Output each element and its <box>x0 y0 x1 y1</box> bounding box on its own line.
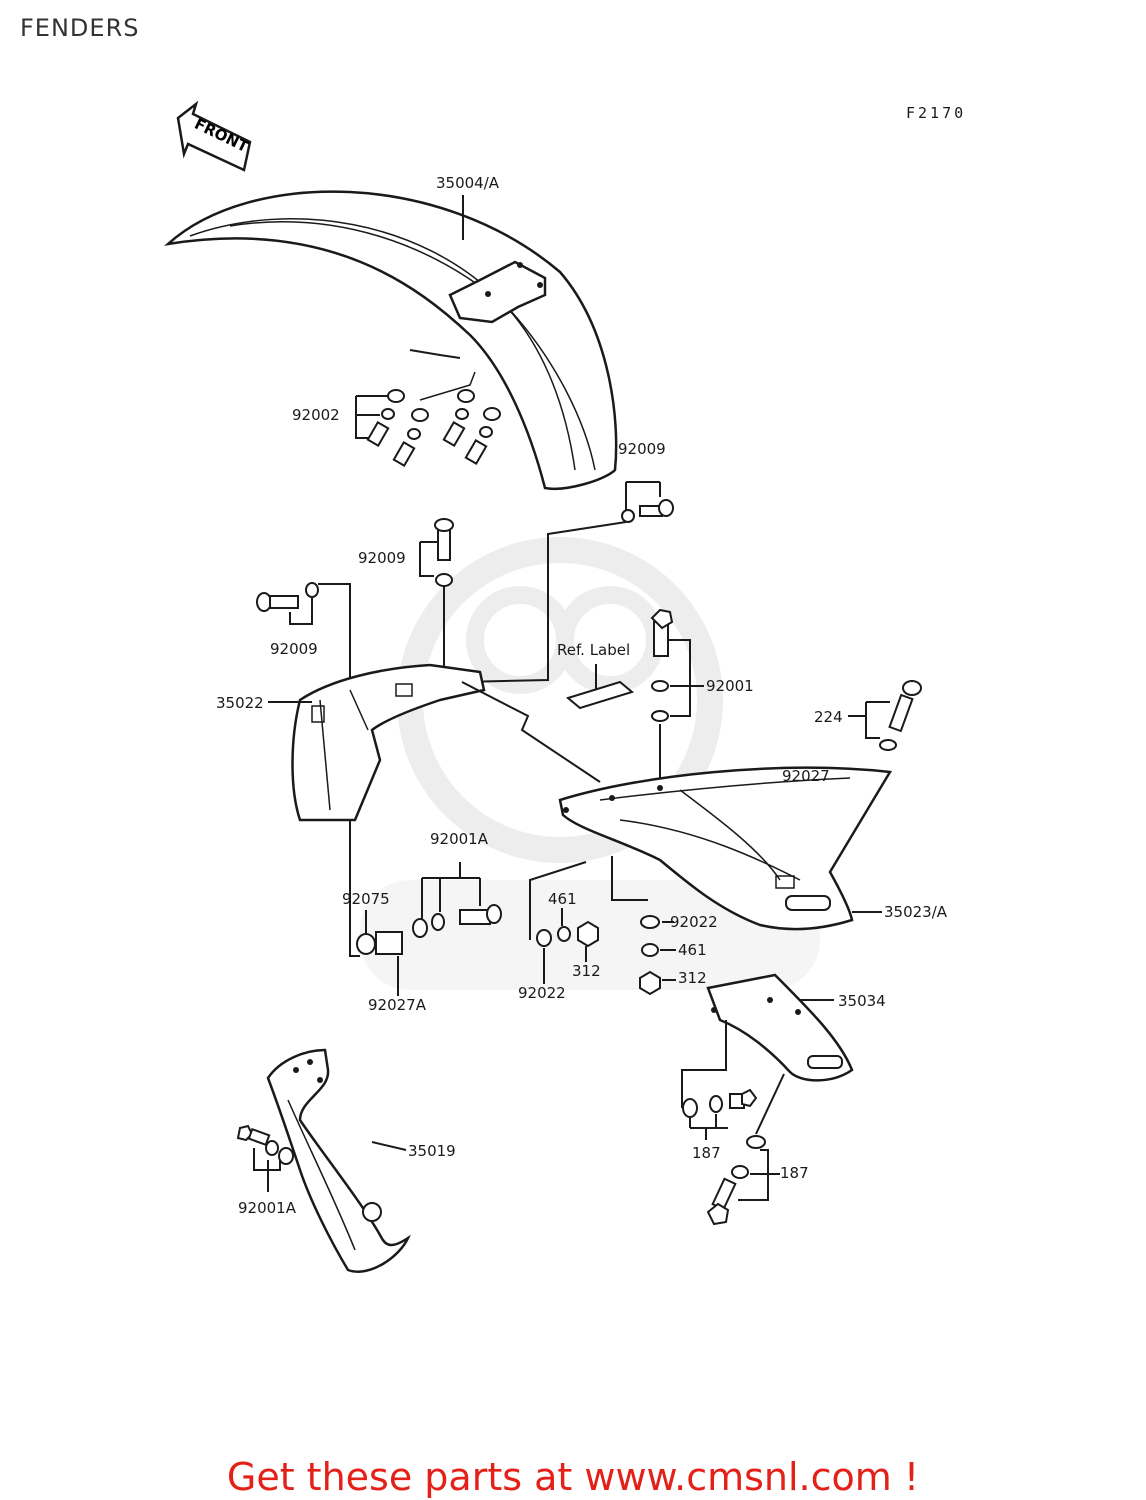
bolt-92001 <box>650 608 704 780</box>
callout-92001A-lower: 92001A <box>238 1199 296 1217</box>
rear-flap-35022 <box>291 663 486 822</box>
callout-92001: 92001 <box>706 677 754 695</box>
callout-92009-left: 92009 <box>270 640 318 658</box>
callout-ref-label: Ref. Label <box>557 641 631 659</box>
callout-92009-upper: 92009 <box>618 440 666 458</box>
callout-187-right: 187 <box>780 1164 809 1182</box>
callout-92075: 92075 <box>342 890 390 908</box>
flap-35034 <box>706 973 854 1082</box>
callout-92022-left: 92022 <box>518 984 566 1002</box>
callout-312-right: 312 <box>678 969 707 987</box>
nut-cluster-right <box>639 915 676 996</box>
bolt-92009-middle <box>419 518 454 672</box>
front-arrow: FRONT <box>176 100 252 172</box>
callout-35022: 35022 <box>216 694 264 712</box>
callout-35023A: 35023/A <box>884 903 948 921</box>
hardware-92001A-fork <box>236 1124 294 1192</box>
callout-187-left: 187 <box>692 1144 721 1162</box>
callout-461-left: 461 <box>548 890 577 908</box>
footer-shop-link[interactable]: Get these parts at www.cmsnl.com ! <box>226 1455 920 1499</box>
callout-35004A: 35004/A <box>436 174 500 192</box>
callout-92009-middle: 92009 <box>358 549 406 567</box>
callout-461-right: 461 <box>678 941 707 959</box>
callout-35019: 35019 <box>408 1142 456 1160</box>
ref-label-sticker <box>565 664 635 710</box>
spacer-cluster-92001A <box>356 862 502 996</box>
callout-312-left: 312 <box>572 962 601 980</box>
hardware-187 <box>681 1020 785 1226</box>
rear-fender-35023A <box>558 766 893 931</box>
page-title: FENDERS <box>20 14 140 42</box>
fenders-exploded-diagram: FRONT <box>164 100 922 1273</box>
callout-92022-right: 92022 <box>670 913 718 931</box>
figure-code: F2170 <box>906 104 967 122</box>
callout-92027: 92027 <box>782 767 830 785</box>
callout-35034: 35034 <box>838 992 886 1010</box>
callout-224: 224 <box>814 708 843 726</box>
hardware-92002 <box>355 371 501 468</box>
nut-cluster-left <box>529 856 648 984</box>
callout-92001A-upper: 92001A <box>430 830 488 848</box>
fork-guard-35019 <box>266 1048 411 1273</box>
callout-92027A: 92027A <box>368 996 426 1014</box>
callout-92002: 92002 <box>292 406 340 424</box>
front-fender-35004A <box>164 190 618 491</box>
bolt-92009-upper <box>461 481 674 683</box>
